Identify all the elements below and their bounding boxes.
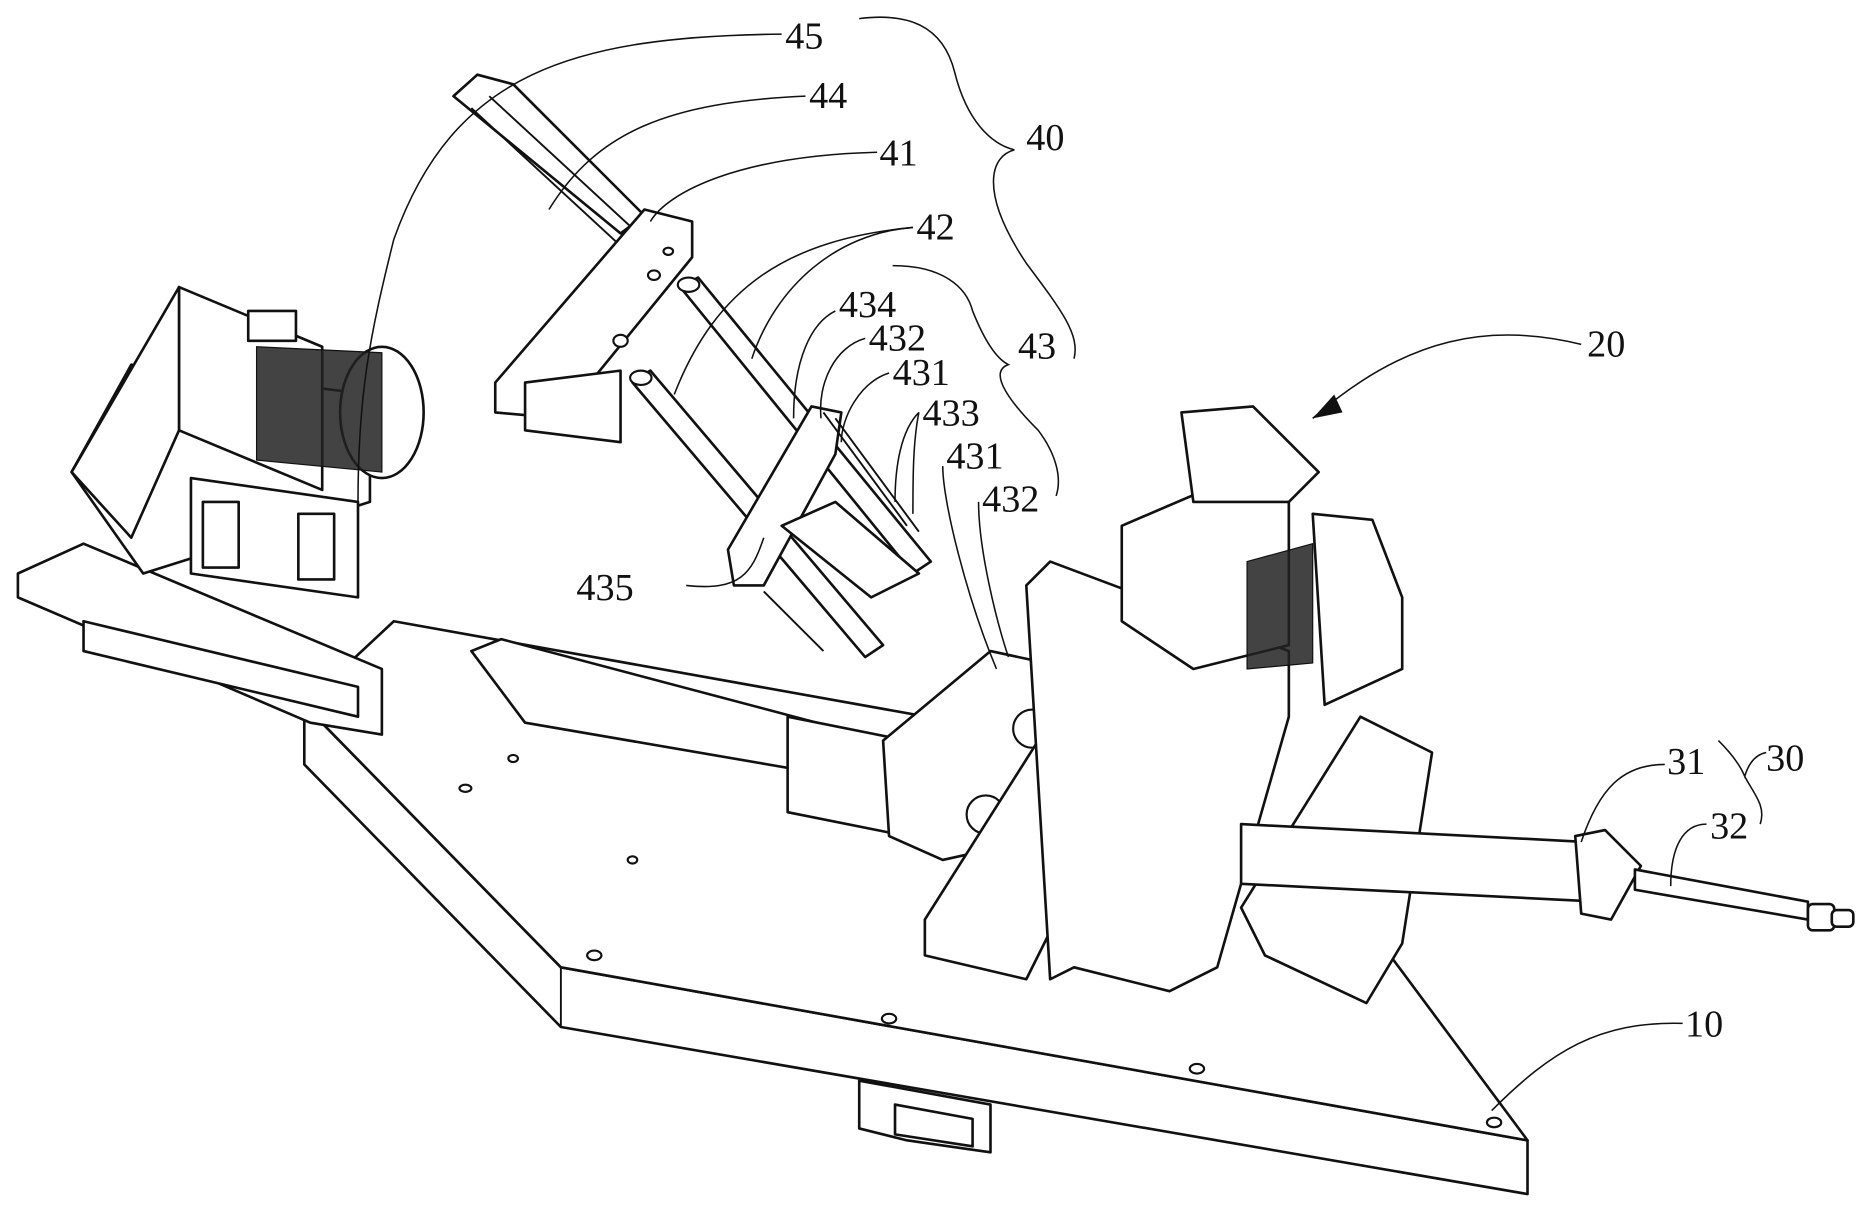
label-32: 32 [1710, 805, 1748, 847]
label-433: 433 [922, 393, 979, 435]
label-40: 40 [1026, 117, 1064, 159]
label-31: 31 [1667, 741, 1705, 783]
label-42: 42 [917, 206, 955, 248]
label-30: 30 [1766, 737, 1804, 779]
label-431-upper: 431 [893, 352, 950, 394]
label-432-lower: 432 [982, 478, 1039, 520]
label-44: 44 [809, 75, 847, 117]
label-20: 20 [1587, 323, 1625, 365]
motor-coil [257, 347, 424, 478]
label-431-lower: 431 [946, 435, 1003, 477]
label-10: 10 [1685, 1004, 1723, 1046]
label-435: 435 [576, 567, 633, 609]
label-41: 41 [880, 132, 918, 174]
label-43: 43 [1018, 326, 1056, 368]
left-motor-assembly [18, 287, 424, 735]
label-45: 45 [785, 15, 823, 57]
